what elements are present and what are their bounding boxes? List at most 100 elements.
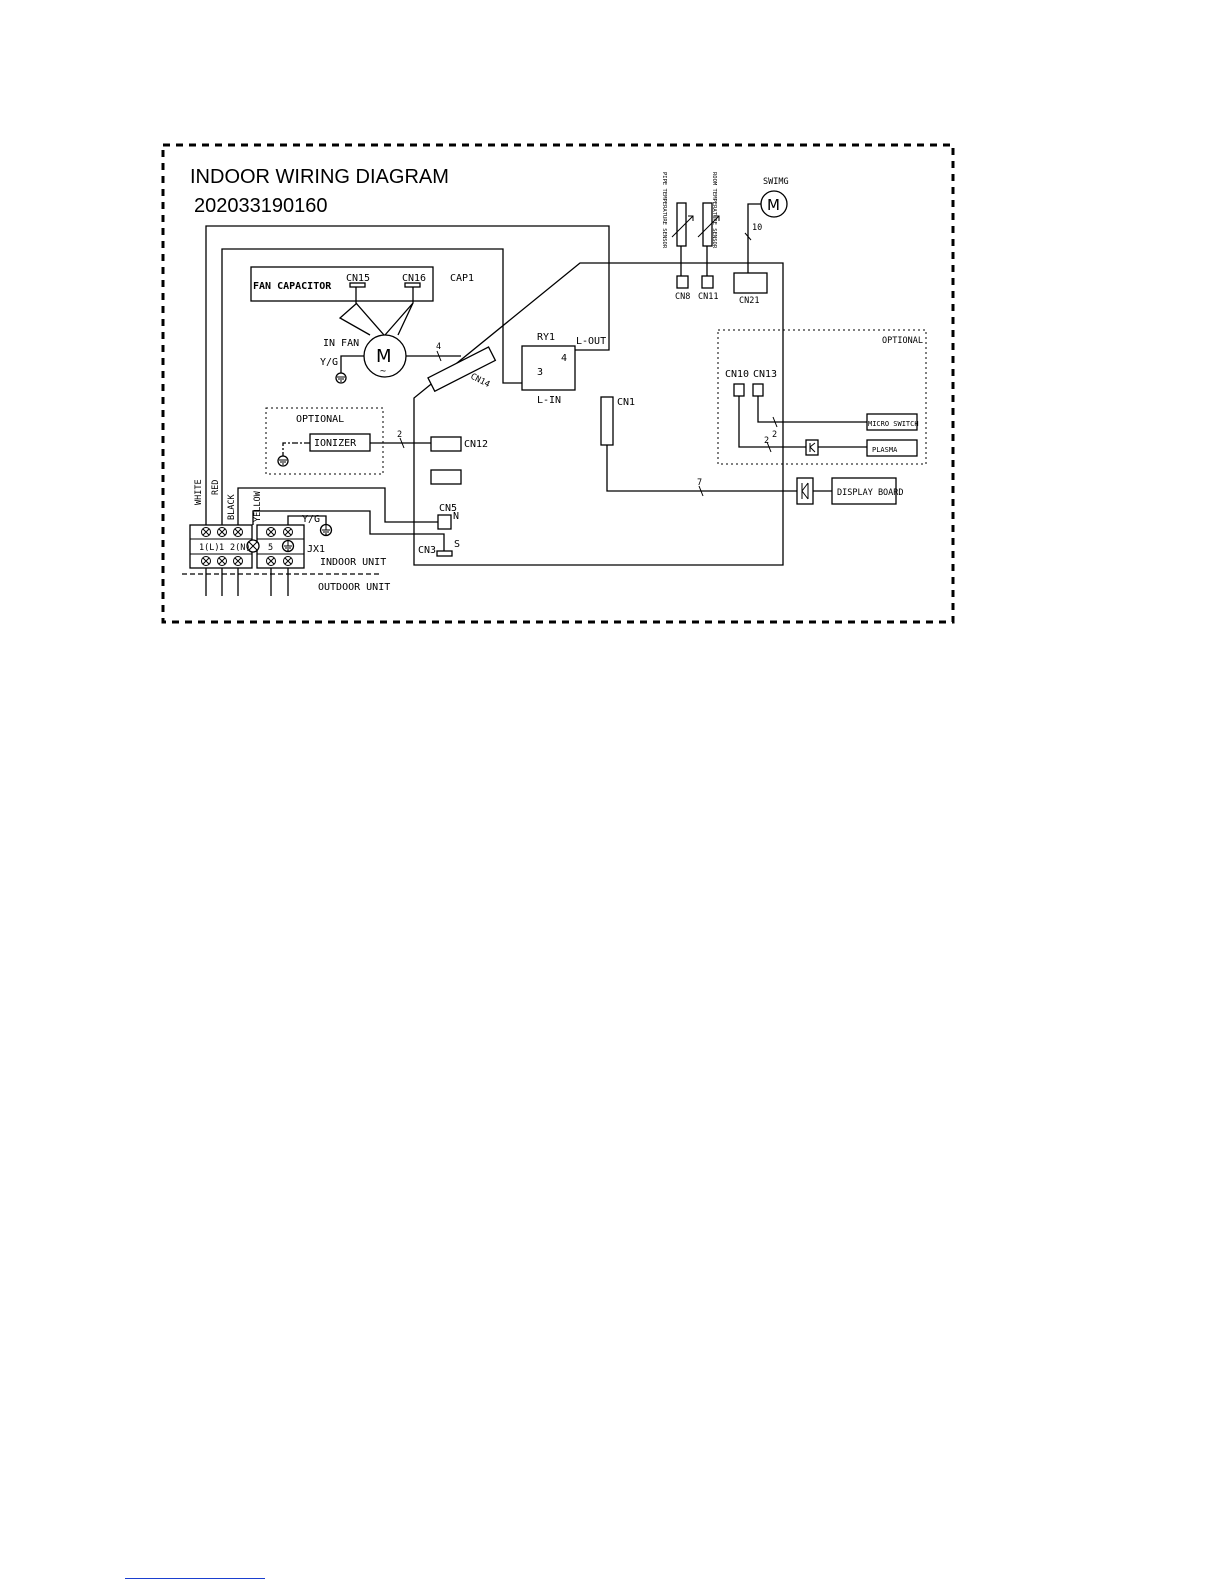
swing-wire bbox=[747, 203, 761, 273]
cn13-connector bbox=[752, 383, 764, 397]
ionizer-cn12-count: 2 bbox=[397, 430, 402, 440]
cn5-connector bbox=[437, 514, 452, 530]
cn15-label: CN15 bbox=[346, 273, 370, 284]
black-wire bbox=[237, 487, 438, 525]
optional-ionizer-region bbox=[265, 407, 384, 475]
fan-capacitor-label: FAN CAPACITOR bbox=[253, 281, 332, 292]
cn12-connector bbox=[430, 436, 462, 452]
cn1-display-count: 7 bbox=[697, 478, 702, 488]
swing-wire-count: 10 bbox=[752, 223, 762, 233]
motor-cn14-tick bbox=[436, 350, 442, 362]
ionizer-label: IONIZER bbox=[314, 438, 357, 449]
pipe-sensor-label: PIPE TEMPERATURE SENSOR bbox=[661, 172, 667, 249]
cn21-connector bbox=[733, 272, 768, 294]
jx1-terminal-block-right bbox=[256, 524, 305, 569]
display-board bbox=[831, 477, 897, 505]
red-wire bbox=[221, 248, 522, 525]
cn12-label: CN12 bbox=[464, 439, 488, 450]
cn5-n-label: N bbox=[453, 511, 459, 522]
swing-wire-tick bbox=[744, 232, 752, 241]
cn13-label: CN13 bbox=[753, 369, 777, 380]
cn14-label: CN14 bbox=[469, 372, 492, 390]
display-board-label: DISPLAY BOARD bbox=[837, 488, 904, 498]
cn1-display-tick bbox=[698, 485, 704, 497]
ionizer-cn12-tick bbox=[399, 437, 405, 449]
cn8-connector bbox=[676, 275, 689, 289]
cn16-label: CN16 bbox=[402, 273, 426, 284]
in-fan-yg-label: Y/G bbox=[320, 357, 338, 368]
cn13-micro-switch-wire bbox=[757, 396, 867, 423]
footer-rule bbox=[125, 1578, 265, 1579]
ionizer-ground-icon bbox=[277, 455, 289, 467]
cn3-label: CN3 bbox=[418, 545, 436, 556]
jx1-term-1: 1 bbox=[219, 543, 224, 553]
cn1-connector bbox=[600, 396, 614, 446]
cn15-pin bbox=[349, 282, 366, 288]
ry1-label: RY1 bbox=[537, 332, 555, 343]
jx1-term-2: 2(N) bbox=[230, 543, 250, 553]
jx1-label: JX1 bbox=[307, 544, 325, 555]
cn10-plasma-tick bbox=[766, 441, 772, 453]
micro-switch-box bbox=[866, 413, 918, 431]
jx1-ground-symbol bbox=[322, 525, 330, 535]
in-fan-ground-wire bbox=[340, 355, 364, 374]
cn3-connector bbox=[436, 550, 453, 557]
ionizer-ground-symbol bbox=[279, 459, 287, 465]
outdoor-unit-label: OUTDOOR UNIT bbox=[318, 582, 390, 593]
in-fan-label: IN FAN bbox=[323, 338, 359, 349]
plasma-connector bbox=[805, 439, 819, 456]
jx1-term-1l: 1(L) bbox=[199, 543, 219, 553]
yellow-wire bbox=[252, 510, 445, 551]
cn16-pin bbox=[404, 282, 421, 288]
sensor-wires bbox=[680, 246, 708, 276]
motor-cn14-count: 4 bbox=[436, 342, 441, 352]
cn13-micro-switch-tick bbox=[772, 416, 778, 428]
display-connector bbox=[796, 477, 814, 505]
swing-label: SWIMG bbox=[763, 177, 789, 187]
jx1-dividers bbox=[190, 538, 304, 555]
in-fan-ground-icon bbox=[335, 372, 347, 384]
cn10-label: CN10 bbox=[725, 369, 749, 380]
cn10-plasma-wire bbox=[738, 396, 806, 448]
ry1-relay bbox=[521, 345, 576, 391]
optional-right-region bbox=[717, 329, 927, 465]
jx1-yg-wire bbox=[287, 515, 327, 525]
jx1-term-5: 5 bbox=[268, 543, 273, 553]
in-fan-motor-m: M bbox=[376, 346, 392, 367]
plasma-connector-mark bbox=[809, 442, 816, 453]
jx1-bottom-screws bbox=[201, 556, 293, 566]
cn11-connector bbox=[701, 275, 714, 289]
plasma-box bbox=[866, 439, 918, 457]
cn10-plasma-count: 2 bbox=[764, 436, 769, 446]
swing-motor-m: M bbox=[767, 196, 780, 214]
ry1-pin4: 4 bbox=[561, 353, 567, 364]
yellow-wire-label: YELLOW bbox=[253, 490, 263, 522]
room-sensor-label: ROOM TEMPERATURE SENSOR bbox=[711, 172, 717, 249]
fan-capacitor-box bbox=[250, 266, 434, 302]
pcb-unlabeled-connector bbox=[430, 469, 462, 485]
diagram-frame bbox=[161, 143, 955, 624]
cn3-s-label: S bbox=[454, 539, 460, 550]
ionizer-ground-wire bbox=[282, 442, 310, 457]
in-fan-ground-symbol bbox=[337, 376, 345, 382]
optional-right-label: OPTIONAL bbox=[882, 336, 923, 346]
cn1-label: CN1 bbox=[617, 397, 635, 408]
cn8-label: CN8 bbox=[675, 292, 690, 302]
diagram-title: INDOOR WIRING DIAGRAM bbox=[190, 166, 449, 188]
in-fan-motor-tilde: ~ bbox=[380, 366, 386, 377]
l-in-label: L-IN bbox=[537, 395, 561, 406]
cn5-label: CN5 bbox=[439, 503, 457, 514]
pipe-sensor-arrow bbox=[671, 215, 694, 238]
jx1-mid-markers bbox=[246, 539, 295, 553]
diagram-code: 202033190160 bbox=[194, 195, 327, 217]
outdoor-leads bbox=[205, 568, 289, 596]
indoor-unit-label: INDOOR UNIT bbox=[320, 557, 386, 568]
cap1-label: CAP1 bbox=[450, 273, 474, 284]
l-out-label: L-OUT bbox=[576, 336, 606, 347]
cap-motor-wire bbox=[338, 287, 414, 336]
jx1-top-screws bbox=[201, 527, 293, 537]
black-wire-label: BLACK bbox=[227, 494, 237, 520]
display-connector-mark bbox=[801, 482, 809, 500]
room-sensor-arrow bbox=[697, 215, 720, 238]
